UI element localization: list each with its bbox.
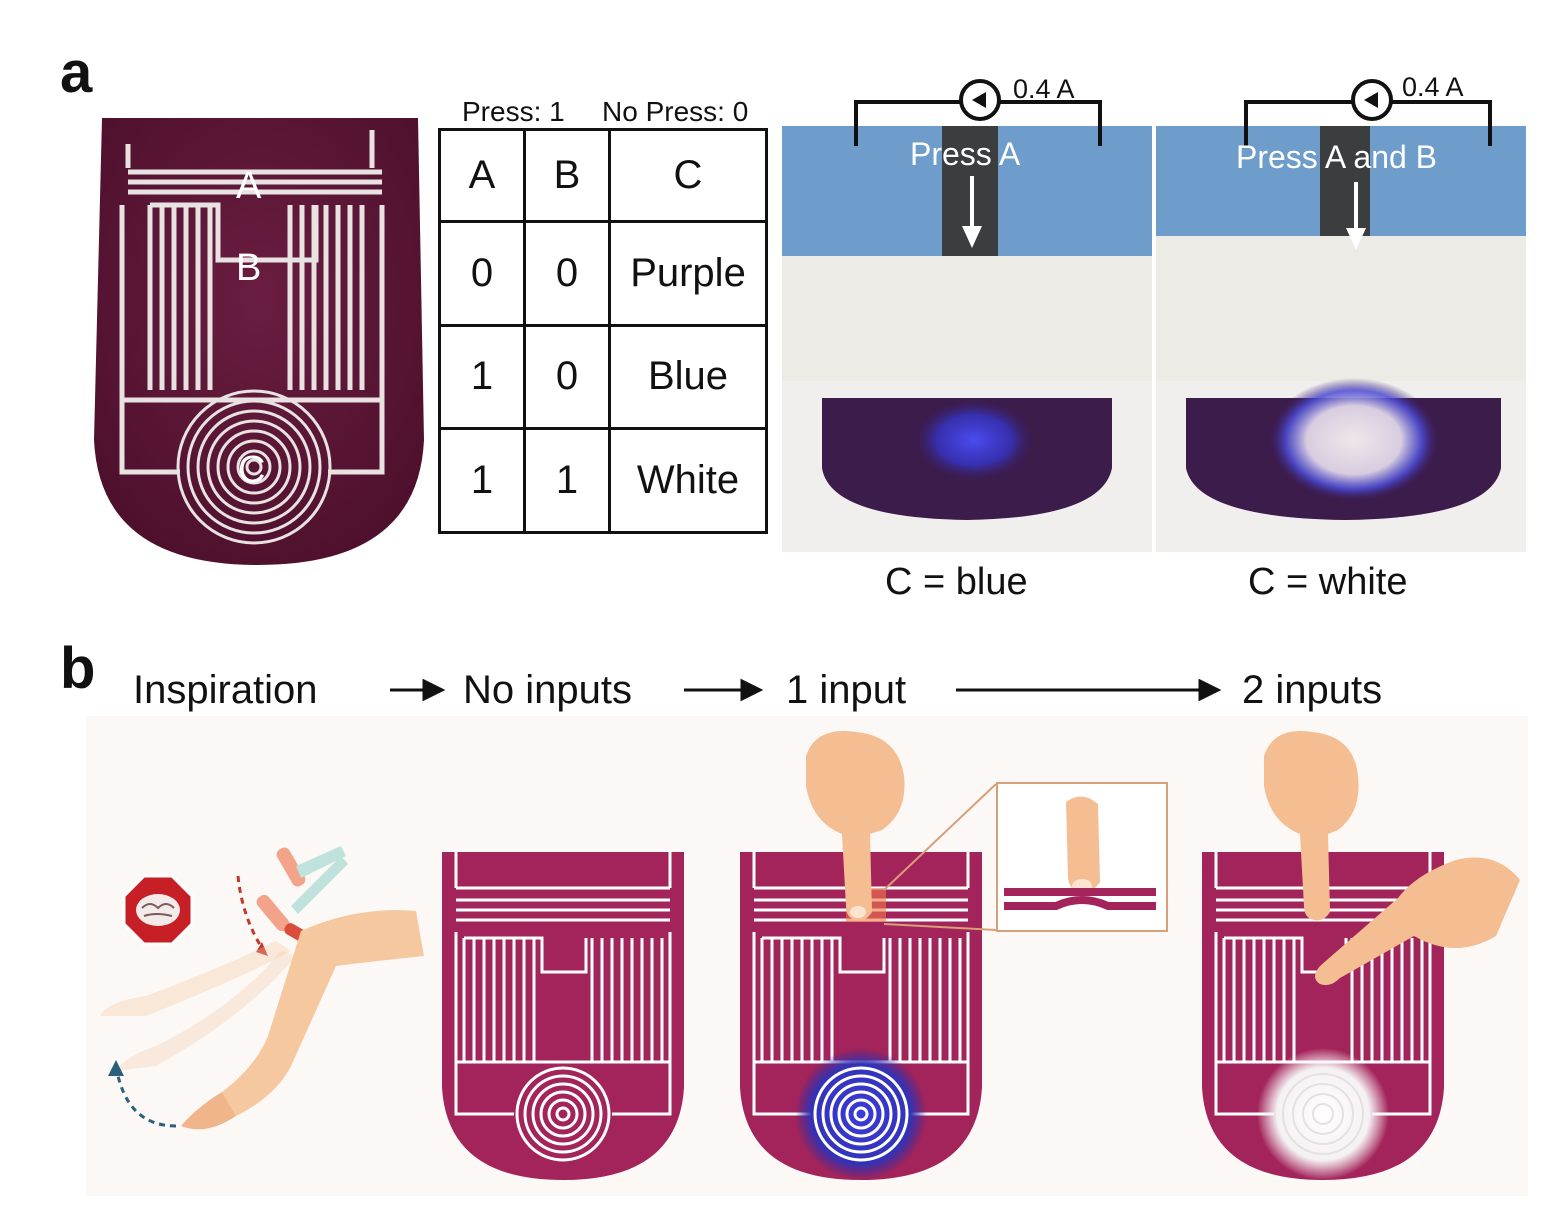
table-cell: 0	[523, 220, 611, 327]
table-cell: 0	[438, 220, 526, 327]
device-photo: A B C	[94, 118, 424, 565]
table-row: 1 1 White	[438, 427, 768, 534]
table-header: A	[438, 128, 526, 223]
zoom-inset	[996, 782, 1168, 932]
panel-label-a: a	[60, 40, 93, 105]
table-header: C	[608, 128, 768, 223]
caption-blue: C = blue	[885, 561, 1028, 603]
finger-pressing-b	[1315, 857, 1520, 986]
current-label-2: 0.4 A	[1402, 72, 1464, 102]
device-label-a: A	[236, 165, 262, 207]
stage-no-inputs: No inputs	[463, 668, 632, 712]
photo-press-a: 0.4 A Press A	[782, 74, 1152, 552]
device-label-b: B	[236, 247, 261, 289]
device-no-inputs	[442, 852, 684, 1180]
stage-inspiration: Inspiration	[133, 668, 318, 712]
zoom-connector-lines	[883, 783, 997, 931]
action-label-2: Press A and B	[1236, 139, 1437, 175]
table-cell: 1	[438, 427, 526, 534]
legs-illustration	[100, 910, 424, 1130]
table-cell: 1	[438, 323, 526, 431]
table-cell: Blue	[608, 323, 768, 431]
inspiration-illustration	[100, 846, 424, 1130]
flow-arrows	[390, 678, 1222, 702]
device-label-c: C	[238, 449, 265, 491]
finger-pressing-a	[806, 731, 905, 921]
table-cell: White	[608, 427, 768, 534]
table-header-row: A B C	[438, 128, 768, 223]
table-header: B	[523, 128, 611, 223]
table-cell: 0	[523, 323, 611, 431]
action-label-1: Press A	[910, 136, 1021, 172]
table-row: 0 0 Purple	[438, 220, 768, 327]
current-label-1: 0.4 A	[1013, 74, 1075, 104]
panel-label-b: b	[60, 636, 96, 701]
press-note: Press: 1	[462, 96, 565, 127]
table-row: 1 0 Blue	[438, 323, 768, 431]
table-cell: Purple	[608, 220, 768, 327]
caption-white: C = white	[1248, 561, 1408, 603]
finger-pressing-a-2	[1264, 731, 1359, 921]
truth-table: A B C 0 0 Purple 1 0 Blue 1 1 White	[438, 128, 768, 534]
stage-one-input: 1 input	[786, 668, 907, 712]
table-cell: 1	[523, 427, 611, 534]
stage-two-inputs: 2 inputs	[1242, 668, 1383, 712]
stop-sign-icon	[122, 874, 194, 946]
photo-press-a-and-b: 0.4 A Press A and B	[1156, 72, 1526, 552]
no-press-note: No Press: 0	[602, 96, 749, 127]
